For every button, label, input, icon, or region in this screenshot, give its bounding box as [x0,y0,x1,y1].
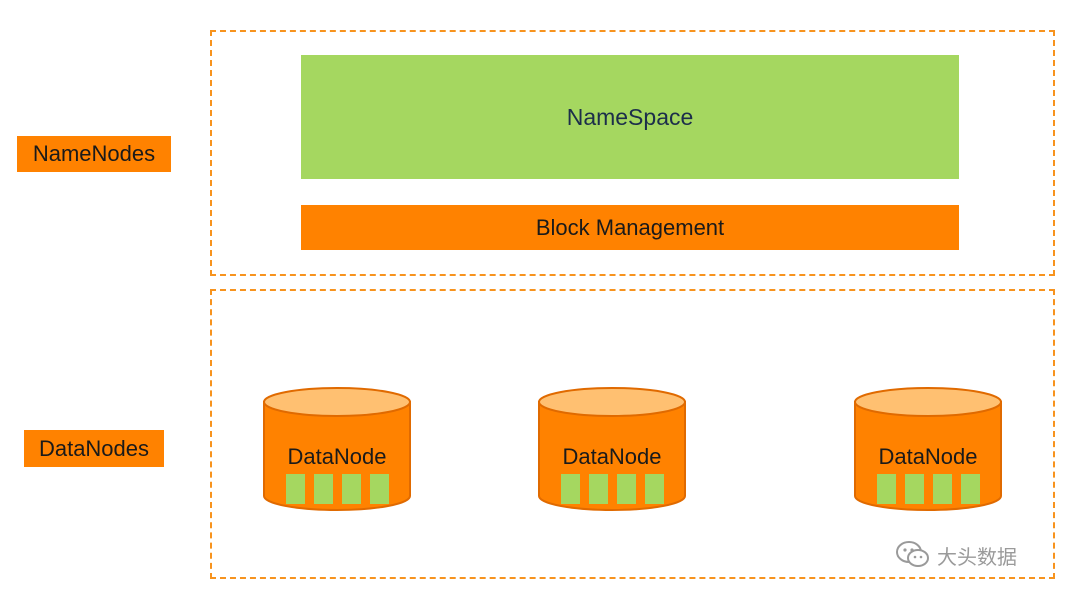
namenode-region [210,30,1055,276]
block-group [877,474,980,504]
data-block [645,474,664,504]
namenodes-label: NameNodes [17,136,171,172]
data-block [905,474,924,504]
datanode-cylinder: DataNode [853,386,1003,512]
data-block [286,474,305,504]
namespace-block: NameSpace [301,55,959,179]
data-block [314,474,333,504]
data-block [561,474,580,504]
block-group [561,474,664,504]
datanode-label: DataNode [878,444,978,469]
data-block [961,474,980,504]
wechat-icon [896,541,929,567]
datanode-cylinder: DataNode [537,386,687,512]
watermark: 大头数据 [895,540,1017,570]
datanode-label: DataNode [562,444,662,469]
data-block [933,474,952,504]
block-group [286,474,389,504]
data-block [877,474,896,504]
data-block [342,474,361,504]
data-block [617,474,636,504]
datanode-label: DataNode [287,444,387,469]
datanode-cylinder: DataNode [262,386,412,512]
watermark-text: 大头数据 [937,546,1017,569]
data-block [589,474,608,504]
datanodes-label: DataNodes [24,430,164,467]
block-management-block: Block Management [301,205,959,250]
data-block [370,474,389,504]
datanode-region [210,289,1055,579]
